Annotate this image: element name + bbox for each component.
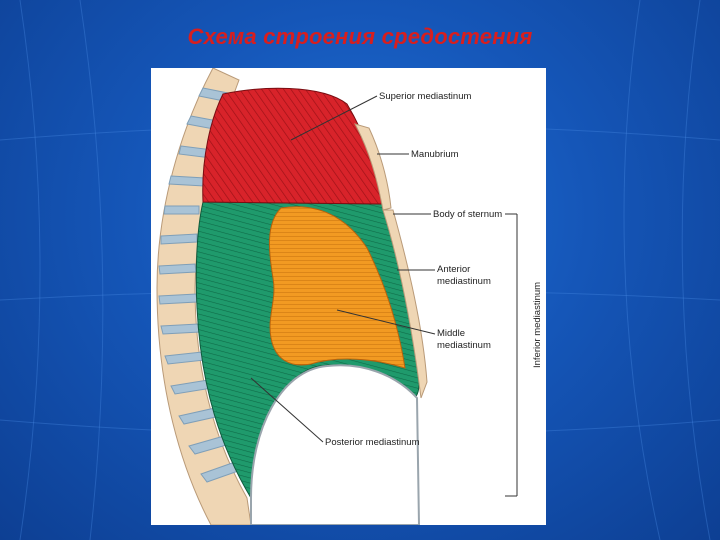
label-body-of-sternum: Body of sternum — [433, 209, 502, 220]
label-middle-2: mediastinum — [437, 340, 491, 351]
label-middle-1: Middle — [437, 328, 465, 339]
superior-mediastinum — [203, 88, 383, 204]
slide-title: Схема строения средостения — [0, 24, 720, 50]
label-anterior-1: Anterior — [437, 264, 470, 275]
label-inferior-mediastinum: Inferior mediastinum — [532, 282, 543, 368]
label-posterior-mediastinum: Posterior mediastinum — [325, 437, 420, 448]
label-manubrium: Manubrium — [411, 149, 459, 160]
mediastinum-diagram: Superior mediastinum Manubrium Body of s… — [151, 68, 546, 525]
label-superior-mediastinum: Superior mediastinum — [379, 91, 471, 102]
label-anterior-2: mediastinum — [437, 276, 491, 287]
